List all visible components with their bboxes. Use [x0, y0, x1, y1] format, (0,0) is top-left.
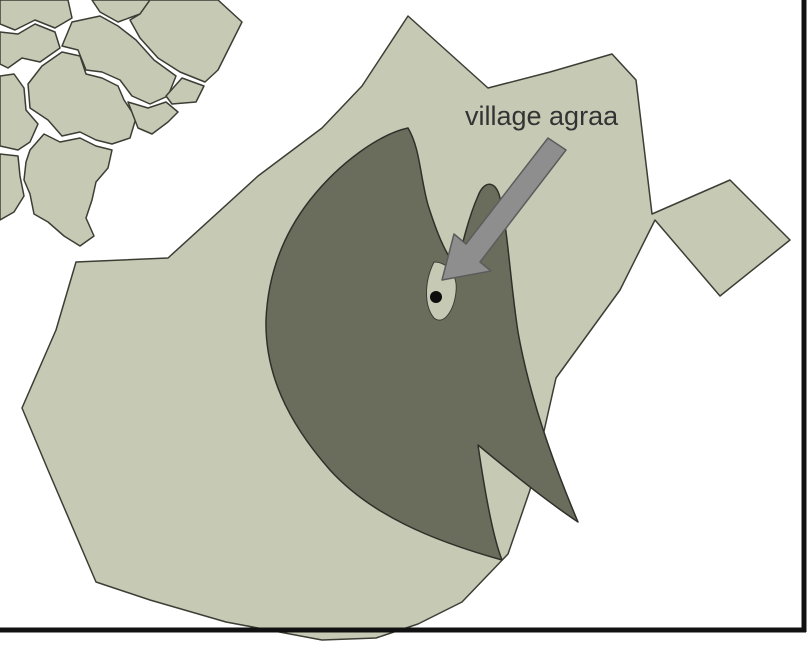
neighbor-region-6: [165, 77, 205, 105]
neighboring-regions: [0, 0, 243, 247]
neighbor-region-10: [0, 153, 25, 221]
neighbor-region-2: [91, 0, 151, 23]
neighbor-region-8: [127, 101, 179, 135]
neighbor-region-9: [0, 73, 39, 151]
neighbor-region-3: [129, 0, 243, 83]
village-label: village agraa: [465, 101, 619, 131]
neighbor-region-11: [23, 133, 113, 247]
neighbor-region-1: [0, 0, 73, 31]
village-marker[interactable]: [430, 291, 442, 303]
pointer-arrow: [441, 137, 567, 281]
neighbor-region-4: [0, 23, 61, 69]
neighbor-region-7: [27, 51, 137, 145]
